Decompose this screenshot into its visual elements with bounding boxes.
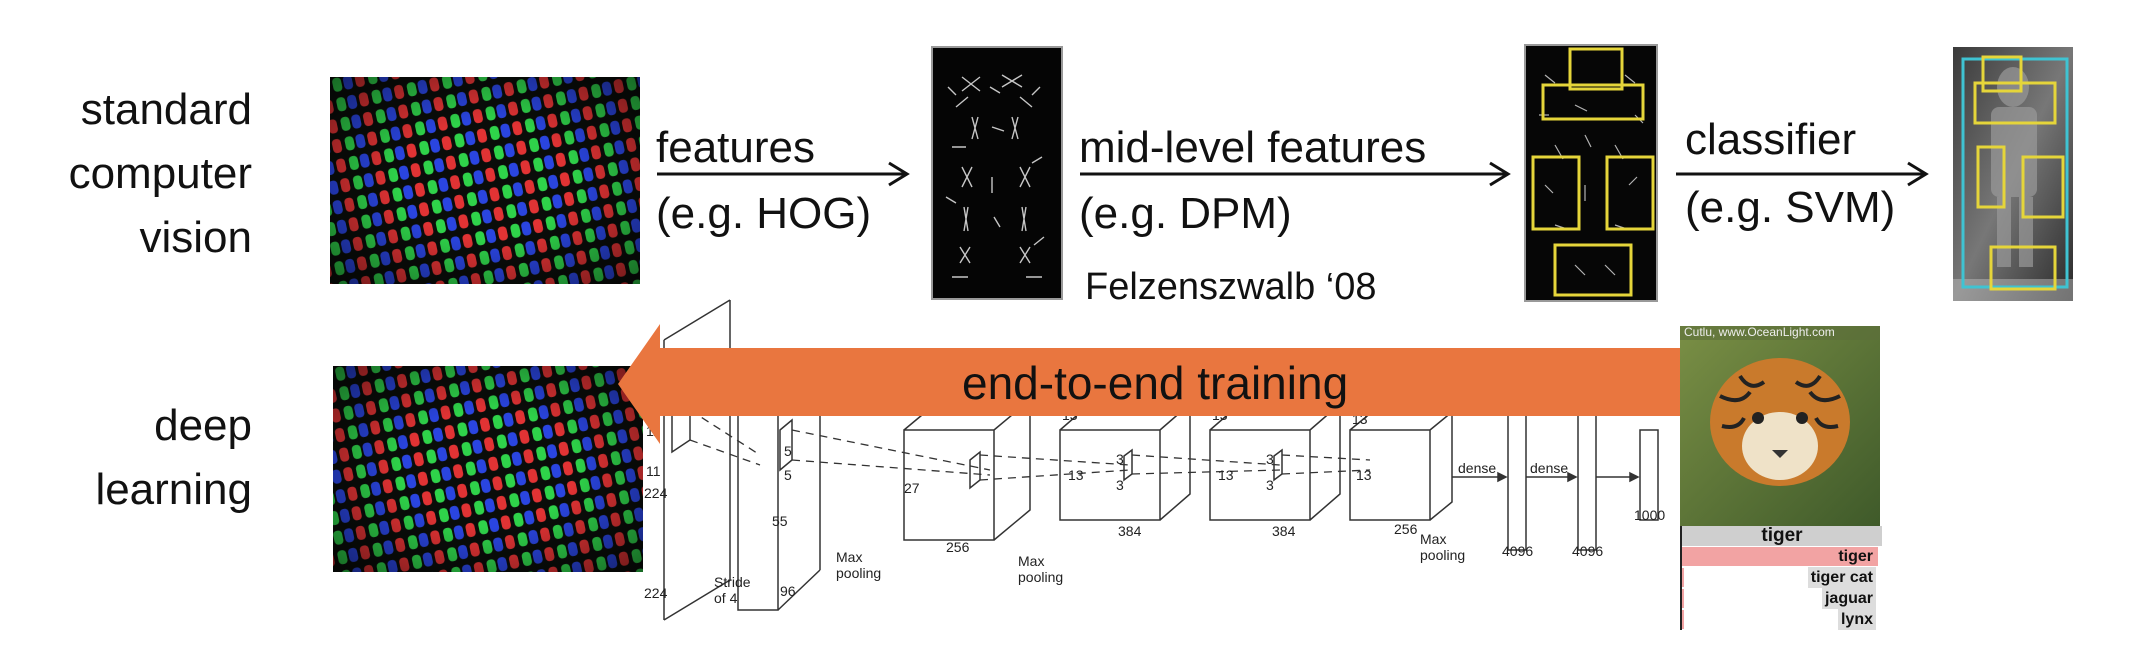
dense-1-label: dense <box>1458 460 1496 476</box>
prediction-row: lynx <box>1682 609 1882 630</box>
tiger-image <box>1680 326 1880 526</box>
person-box <box>1961 57 2069 289</box>
features-example-label: (e.g. HOG) <box>656 189 872 238</box>
mid-level-example-label: (e.g. DPM) <box>1079 189 1292 238</box>
standard-label-line: standard <box>80 85 252 134</box>
prediction-score-bar <box>1682 610 1684 629</box>
c1-k2-label: 5 <box>784 467 792 483</box>
c2-h-label: 27 <box>904 480 920 496</box>
dense-2-label: dense <box>1530 460 1568 476</box>
hog-image <box>931 46 1063 300</box>
c4-h2-label: 13 <box>1218 467 1234 483</box>
deep-label-line: deep <box>154 401 252 450</box>
arrow-2 <box>1080 161 1511 187</box>
image-watermark: Cutlu, www.OceanLight.com <box>1684 325 1835 339</box>
end-to-end-arrow <box>618 324 1706 444</box>
conv1-k2-label: 11 <box>646 463 661 479</box>
prediction-row: tiger cat <box>1682 567 1882 588</box>
input-h-label: 224 <box>644 485 668 501</box>
c1-h-label: 55 <box>772 513 788 529</box>
c1-k-label: 5 <box>784 443 792 459</box>
fc1-label: 4096 <box>1502 543 1533 559</box>
end-to-end-arrow-shape <box>618 324 1706 444</box>
classifier-example-label: (e.g. SVM) <box>1685 183 1896 232</box>
out-label: 1000 <box>1634 507 1665 523</box>
prediction-label: tiger <box>1838 548 1873 565</box>
c4-k-label: 3 <box>1266 451 1274 467</box>
prediction-score-bar <box>1682 568 1684 587</box>
c5-h2-label: 13 <box>1356 467 1372 483</box>
c4-d-label: 384 <box>1272 523 1296 539</box>
c3-k-label: 3 <box>1116 451 1124 467</box>
prediction-label: lynx <box>1837 609 1876 630</box>
prediction-row: tiger <box>1682 546 1882 567</box>
prediction-label: jaguar <box>1821 588 1876 609</box>
prediction-row: jaguar <box>1682 588 1882 609</box>
classifier-label: classifier <box>1685 115 1857 164</box>
input-w-label: 224 <box>644 585 668 601</box>
input-image-bottom <box>333 366 643 572</box>
c2-d-label: 256 <box>946 539 970 555</box>
prediction-score-bar <box>1682 589 1684 608</box>
citation-label: Felzenszwalb ‘08 <box>1085 266 1377 308</box>
deep-label-line: learning <box>95 465 252 514</box>
deep-learning-label: deep learning <box>95 394 252 522</box>
dpm-part-boxes <box>1531 47 1655 297</box>
arrow-1 <box>657 161 910 187</box>
prediction-label: tiger cat <box>1807 567 1876 588</box>
standard-label-line: vision <box>139 213 253 262</box>
c3-k2-label: 3 <box>1116 477 1124 493</box>
c1-d-label: 96 <box>780 583 796 599</box>
end-to-end-label: end-to-end training <box>962 357 1349 409</box>
standard-label-line: computer <box>68 149 252 198</box>
c5-d-label: 256 <box>1394 521 1418 537</box>
features-label: features <box>656 123 815 172</box>
c3-h2-label: 13 <box>1068 467 1084 483</box>
c4-k2-label: 3 <box>1266 477 1274 493</box>
standard-cv-label: standard computer vision <box>69 78 252 270</box>
top-class-label: tiger <box>1761 525 1803 546</box>
prediction-score-bar <box>1682 547 1878 566</box>
mid-level-features-label: mid-level features <box>1079 123 1427 172</box>
top-class-header: tiger <box>1682 526 1882 546</box>
arrow-3 <box>1676 161 1929 187</box>
input-image-top <box>330 77 640 284</box>
c3-d-label: 384 <box>1118 523 1142 539</box>
dpm-image <box>1524 44 1658 302</box>
fc2-label: 4096 <box>1572 543 1603 559</box>
part-boxes <box>1973 55 2065 291</box>
detection-image <box>1953 47 2073 301</box>
